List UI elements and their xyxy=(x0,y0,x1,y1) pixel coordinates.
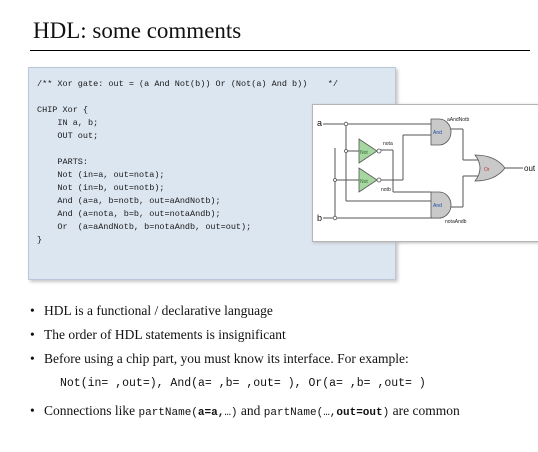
bullet-item: • Connections like partName(a=a,…) and pa… xyxy=(30,403,460,419)
not-gate-a xyxy=(358,138,378,164)
and-gate-bottom xyxy=(430,191,452,219)
and-gate-top xyxy=(430,118,452,146)
wire-notaandb-label: notaAndb xyxy=(445,219,467,225)
or-gate xyxy=(474,154,506,182)
interface-example: Not(in= ,out=), And(a= ,b= ,out= ), Or(a… xyxy=(60,377,426,390)
code-inline: partName(…,out=out) xyxy=(263,407,390,419)
not-gate-b xyxy=(358,167,378,193)
bullet-marker: • xyxy=(30,303,35,318)
code-line: And (a=a, b=notb, out=aAndNotb); xyxy=(37,196,221,206)
slide-title: HDL: some comments xyxy=(33,18,242,43)
code-line: OUT out; xyxy=(37,131,99,141)
title-rule xyxy=(30,50,530,51)
output-label: out xyxy=(524,164,536,173)
code-line: Not (in=b, out=notb); xyxy=(37,183,165,193)
code-line: And (a=nota, b=b, out=notaAndb); xyxy=(37,209,221,219)
bullet-text: HDL is a functional / declarative langua… xyxy=(44,303,273,318)
bullet-item: • Before using a chip part, you must know… xyxy=(30,351,409,367)
wire-aandnotb-label: aAndNotb xyxy=(447,117,469,123)
code-line: } xyxy=(37,235,43,245)
bullet-marker: • xyxy=(30,351,35,366)
hdl-code: /** Xor gate: out = (a And Not(b)) Or (N… xyxy=(37,78,338,247)
xor-circuit-diagram: a b out Not Not And And Or nota notb aAn… xyxy=(312,104,538,242)
or-gate-label: Or xyxy=(484,167,490,173)
bullet-item: • HDL is a functional / declarative langu… xyxy=(30,303,273,319)
wire-notb-label: notb xyxy=(381,187,391,193)
bullet-text: are common xyxy=(389,403,460,418)
code-line: CHIP Xor { xyxy=(37,105,89,115)
bullet-item: • The order of HDL statements is insignif… xyxy=(30,327,286,343)
bullet-text: Connections like xyxy=(44,403,139,418)
input-a-label: a xyxy=(317,118,322,128)
code-inline: partName(a=a,…) xyxy=(138,407,238,419)
bullet-marker: • xyxy=(30,327,35,342)
bullet-text: The order of HDL statements is insignifi… xyxy=(44,327,286,342)
wire-nota-label: nota xyxy=(383,141,393,147)
code-line: IN a, b; xyxy=(37,118,99,128)
not-gate-a-label: Not xyxy=(360,150,368,156)
and-gate-top-label: And xyxy=(433,130,442,136)
code-line: Not (in=a, out=nota); xyxy=(37,170,165,180)
input-b-label: b xyxy=(317,213,322,223)
code-line: /** Xor gate: out = (a And Not(b)) Or (N… xyxy=(37,79,338,89)
bullet-text: Before using a chip part, you must know … xyxy=(44,351,409,366)
and-gate-bottom-label: And xyxy=(433,203,442,209)
code-line: PARTS: xyxy=(37,157,89,167)
bullet-text: and xyxy=(237,403,264,418)
code-line: Or (a=aAndNotb, b=notaAndb, out=out); xyxy=(37,222,252,232)
bullet-marker: • xyxy=(30,403,35,418)
not-gate-b-label: Not xyxy=(360,179,368,185)
